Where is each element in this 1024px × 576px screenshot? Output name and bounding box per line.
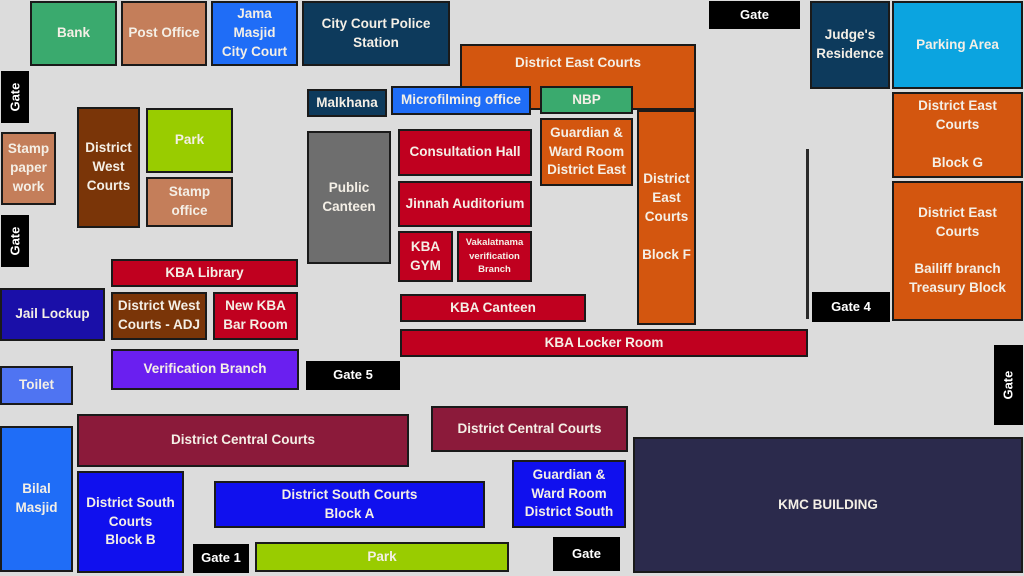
gate-4[interactable]: Gate 4 <box>812 292 890 322</box>
block-a-label: District South Courts Block A <box>281 486 418 521</box>
stamp-office-label: Stamp office <box>168 184 211 218</box>
district-west-adj-block[interactable]: District West Courts - ADJ <box>111 292 207 340</box>
district-west-courts-block[interactable]: District West Courts <box>77 107 140 228</box>
district-east-bailiff-treasury-block[interactable]: District East Courts Bailiff branch Trea… <box>892 181 1023 321</box>
kba-library-label: KBA Library <box>165 264 244 280</box>
judges-residence-label: Judge's Residence <box>816 27 884 61</box>
gate-label: Gate <box>6 226 22 256</box>
bank-block[interactable]: Bank <box>30 1 117 66</box>
district-west-label: District West Courts <box>85 140 132 193</box>
jail-lockup-label: Jail Lockup <box>15 306 90 322</box>
consultation-hall-block[interactable]: Consultation Hall <box>398 129 532 176</box>
city-court-police-station-block[interactable]: City Court Police Station <box>302 1 450 66</box>
park-block-south[interactable]: Park <box>255 542 509 572</box>
gate-1[interactable]: Gate 1 <box>193 544 249 573</box>
vakalatnama-verification-block[interactable]: Vakalatnama verification Branch <box>457 231 532 282</box>
guardian-ward-room-south-block[interactable]: Guardian & Ward Room District South <box>512 460 626 528</box>
malkhana-block[interactable]: Malkhana <box>307 89 387 117</box>
stamp-office-block[interactable]: Stamp office <box>146 177 233 227</box>
verification-branch-label: Verification Branch <box>143 361 267 377</box>
jinnah-auditorium-label: Jinnah Auditorium <box>405 195 525 211</box>
bailiff-label: District East Courts Bailiff branch Trea… <box>909 204 1006 296</box>
gate-4-label: Gate 4 <box>831 298 871 314</box>
district-east-block-g[interactable]: District East Courts Block G <box>892 92 1023 178</box>
police-station-label: City Court Police Station <box>321 15 431 50</box>
gate-top[interactable]: Gate <box>709 1 800 29</box>
block-b-label: District South Courts Block B <box>86 494 175 548</box>
park-label: Park <box>174 132 205 148</box>
gate-1-label: Gate 1 <box>201 550 241 566</box>
gate-bottom[interactable]: Gate <box>553 537 620 571</box>
kba-canteen-label: KBA Canteen <box>450 299 536 315</box>
district-south-block-b[interactable]: District South Courts Block B <box>77 471 184 573</box>
bilal-masjid-label: Bilal Masjid <box>15 481 58 515</box>
park-block-north[interactable]: Park <box>146 108 233 173</box>
jama-masjid-block[interactable]: Jama Masjid City Court <box>211 1 298 66</box>
public-canteen-block[interactable]: Public Canteen <box>307 131 391 264</box>
gate-5[interactable]: Gate 5 <box>306 361 400 390</box>
kba-canteen-block[interactable]: KBA Canteen <box>400 294 586 322</box>
guardian-south-label: Guardian & Ward Room District South <box>524 466 614 520</box>
boundary-wall <box>806 149 809 319</box>
kba-locker-label: KBA Locker Room <box>544 334 664 350</box>
stamp-paper-label: Stamp paper work <box>7 141 50 194</box>
microfilming-office-block[interactable]: Microfilming office <box>391 86 531 115</box>
bilal-masjid-block[interactable]: Bilal Masjid <box>0 426 73 572</box>
gate-right[interactable]: Gate <box>994 345 1023 425</box>
jinnah-auditorium-block[interactable]: Jinnah Auditorium <box>398 181 532 227</box>
gate-label: Gate <box>1000 370 1016 400</box>
new-kba-bar-room-block[interactable]: New KBA Bar Room <box>213 292 298 340</box>
guardian-east-label: Guardian & Ward Room District East <box>547 124 626 178</box>
kba-library-block[interactable]: KBA Library <box>111 259 298 287</box>
kba-locker-room-block[interactable]: KBA Locker Room <box>400 329 808 357</box>
gate-5-label: Gate 5 <box>333 367 373 383</box>
district-central-courts-block-east[interactable]: District Central Courts <box>431 406 628 452</box>
stamp-paper-work-block[interactable]: Stamp paper work <box>1 132 56 205</box>
district-south-block-a[interactable]: District South Courts Block A <box>214 481 485 528</box>
nbp-block[interactable]: NBP <box>540 86 633 114</box>
jama-masjid-label: Jama Masjid City Court <box>221 6 288 59</box>
parking-label: Parking Area <box>916 36 999 52</box>
jail-lockup-block[interactable]: Jail Lockup <box>0 288 105 341</box>
verification-branch-block[interactable]: Verification Branch <box>111 349 299 390</box>
district-east-label: District East Courts <box>514 55 642 70</box>
block-g-label: District East Courts Block G <box>918 98 997 170</box>
gate-label: Gate <box>6 82 22 112</box>
park-label: Park <box>367 548 397 564</box>
kba-gym-block[interactable]: KBA GYM <box>398 231 453 282</box>
district-central-label: District Central Courts <box>170 432 316 448</box>
post-office-block[interactable]: Post Office <box>121 1 207 66</box>
judges-residence-block[interactable]: Judge's Residence <box>810 1 890 89</box>
parking-area-block[interactable]: Parking Area <box>892 1 1023 89</box>
gate-left-1[interactable]: Gate <box>1 71 29 123</box>
post-office-label: Post Office <box>128 25 200 41</box>
district-east-block-f[interactable]: District East Courts Block F <box>637 110 696 325</box>
toilet-label: Toilet <box>19 377 54 393</box>
bank-label: Bank <box>56 25 90 41</box>
public-canteen-label: Public Canteen <box>322 179 376 214</box>
microfilming-label: Microfilming office <box>400 92 521 108</box>
district-central-label: District Central Courts <box>457 420 602 436</box>
gate-label: Gate <box>572 545 601 561</box>
toilet-block[interactable]: Toilet <box>0 366 73 405</box>
gate-left-2[interactable]: Gate <box>1 215 29 267</box>
new-kba-bar-label: New KBA Bar Room <box>223 298 288 332</box>
block-f-label: District East Courts Block F <box>642 171 691 262</box>
gate-label: Gate <box>740 6 769 22</box>
malkhana-label: Malkhana <box>316 94 378 110</box>
consultation-hall-label: Consultation Hall <box>409 144 521 160</box>
district-west-adj-label: District West Courts - ADJ <box>117 298 201 332</box>
kba-gym-label: KBA GYM <box>410 238 441 273</box>
kmc-building-label: KMC BUILDING <box>778 496 878 512</box>
nbp-label: NBP <box>572 91 601 107</box>
district-central-courts-block-west[interactable]: District Central Courts <box>77 414 409 467</box>
guardian-ward-room-east-block[interactable]: Guardian & Ward Room District East <box>540 118 633 186</box>
vakalatnama-label: Vakalatnama verification Branch <box>465 236 524 276</box>
kmc-building-block[interactable]: KMC BUILDING <box>633 437 1023 573</box>
